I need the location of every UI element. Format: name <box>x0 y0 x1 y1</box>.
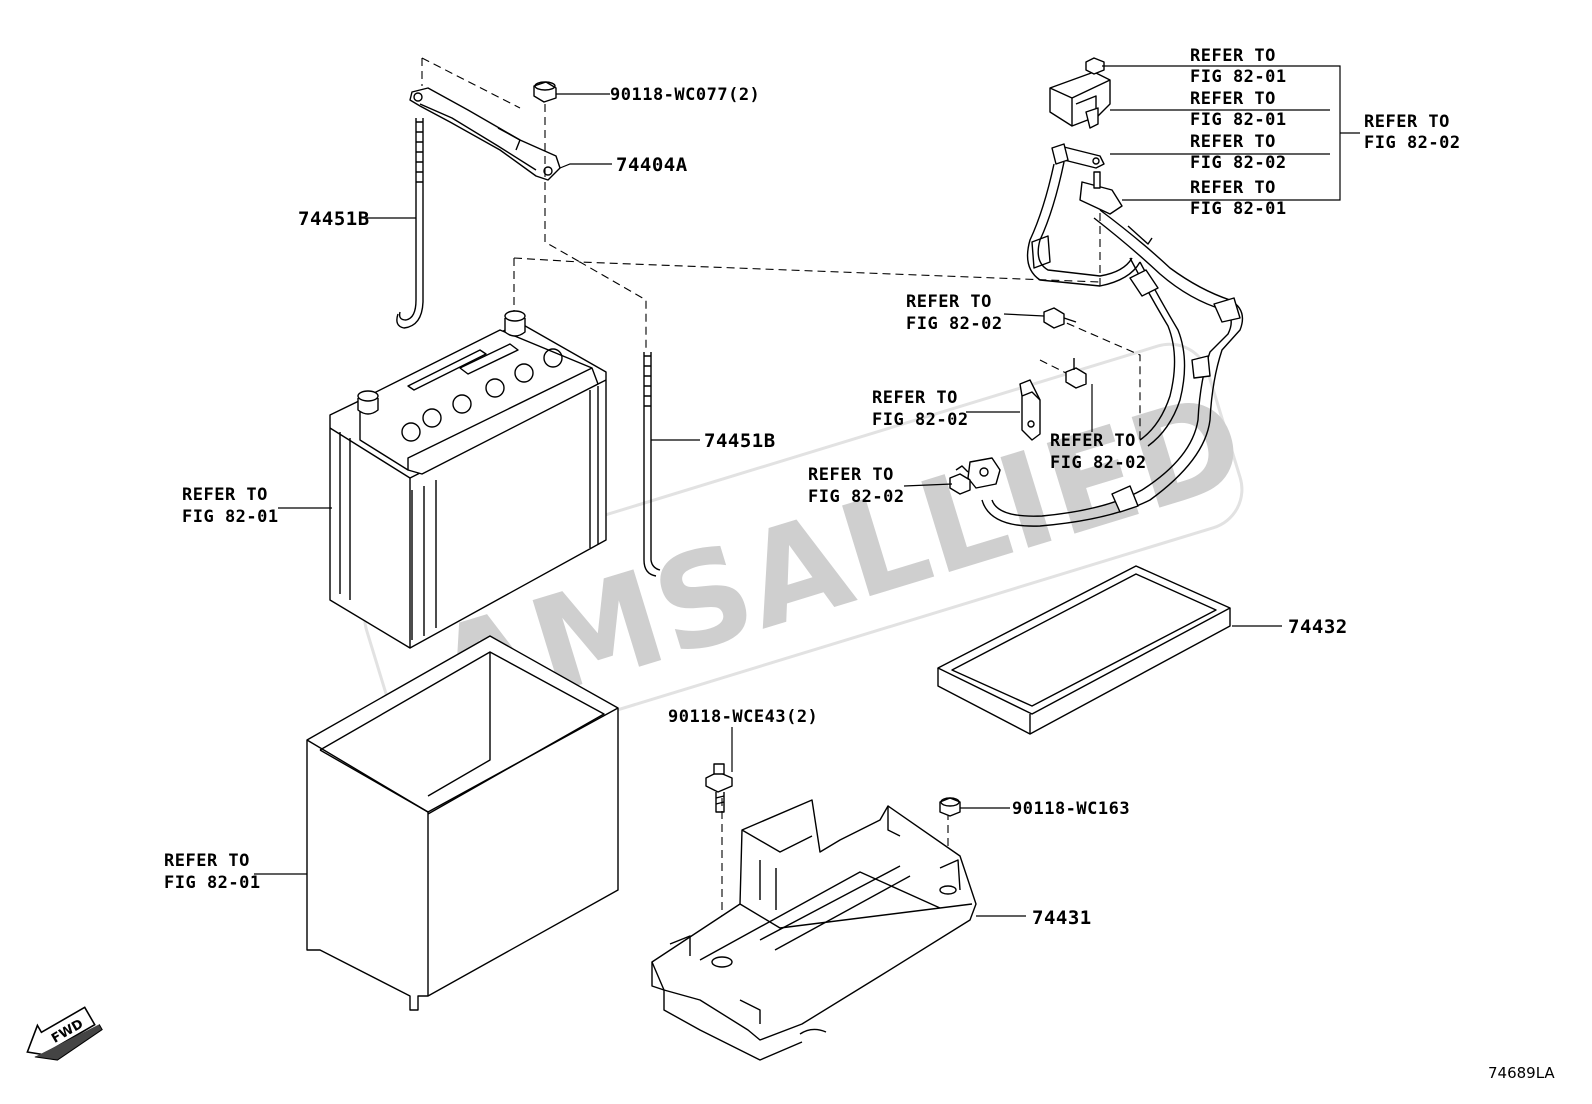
bolt-carrier-left <box>705 763 733 813</box>
label-battery-ref-line1: REFER TO <box>182 485 268 505</box>
label-term3-line2: FIG 82-02 <box>1190 153 1287 173</box>
label-rod-left: 74451B <box>298 208 370 230</box>
nut-carrier-right <box>939 797 961 817</box>
rod-right <box>643 352 661 577</box>
label-term1-line2: FIG 82-01 <box>1190 67 1287 87</box>
label-bolt3-line2: FIG 82-02 <box>808 487 905 507</box>
battery-clamp <box>409 87 561 181</box>
label-clamp: 74404A <box>616 154 688 176</box>
label-bolt1-line1: REFER TO <box>906 292 992 312</box>
battery-cable <box>967 57 1244 527</box>
label-nut-top: 90118-WC077(2) <box>610 85 760 105</box>
label-insulator-ref-line2: FIG 82-01 <box>164 873 261 893</box>
label-bolt-carrier: 90118-WCE43(2) <box>668 707 818 727</box>
label-bracket-line1: REFER TO <box>872 388 958 408</box>
fwd-arrow-icon: FWD <box>26 1006 103 1061</box>
label-term3-line1: REFER TO <box>1190 132 1276 152</box>
label-bolt2-line2: FIG 82-02 <box>1050 453 1147 473</box>
label-term2-line2: FIG 82-01 <box>1190 110 1287 130</box>
label-group-ref-line2: FIG 82-02 <box>1364 133 1461 153</box>
callout-labels: 90118-WC077(2) 74404A 74451B 74451B REFE… <box>164 46 1461 929</box>
cable-bracket <box>1019 379 1041 441</box>
cable-bolts <box>949 307 1087 495</box>
label-tray: 74432 <box>1288 616 1348 638</box>
label-bracket-line2: FIG 82-02 <box>872 410 969 430</box>
diagram-code: 74689LA <box>1488 1064 1555 1082</box>
battery-tray <box>937 565 1231 735</box>
label-term1-line1: REFER TO <box>1190 46 1276 66</box>
leader-lines <box>254 65 1360 917</box>
label-rod-right: 74451B <box>704 430 776 452</box>
label-term4-line1: REFER TO <box>1190 178 1276 198</box>
label-bolt2-line1: REFER TO <box>1050 431 1136 451</box>
label-bolt1-line2: FIG 82-02 <box>906 314 1003 334</box>
battery-insulator <box>306 635 619 1011</box>
label-nut-carrier: 90118-WC163 <box>1012 799 1130 819</box>
battery-carrier <box>651 799 977 1061</box>
label-bolt3-line1: REFER TO <box>808 465 894 485</box>
label-carrier: 74431 <box>1032 907 1092 929</box>
label-insulator-ref-line1: REFER TO <box>164 851 250 871</box>
label-battery-ref-line2: FIG 82-01 <box>182 507 279 527</box>
label-term4-line2: FIG 82-01 <box>1190 199 1287 219</box>
battery <box>329 310 607 649</box>
rod-left <box>396 118 424 329</box>
label-term2-line1: REFER TO <box>1190 89 1276 109</box>
nut-top <box>533 81 557 103</box>
label-group-ref-line1: REFER TO <box>1364 112 1450 132</box>
